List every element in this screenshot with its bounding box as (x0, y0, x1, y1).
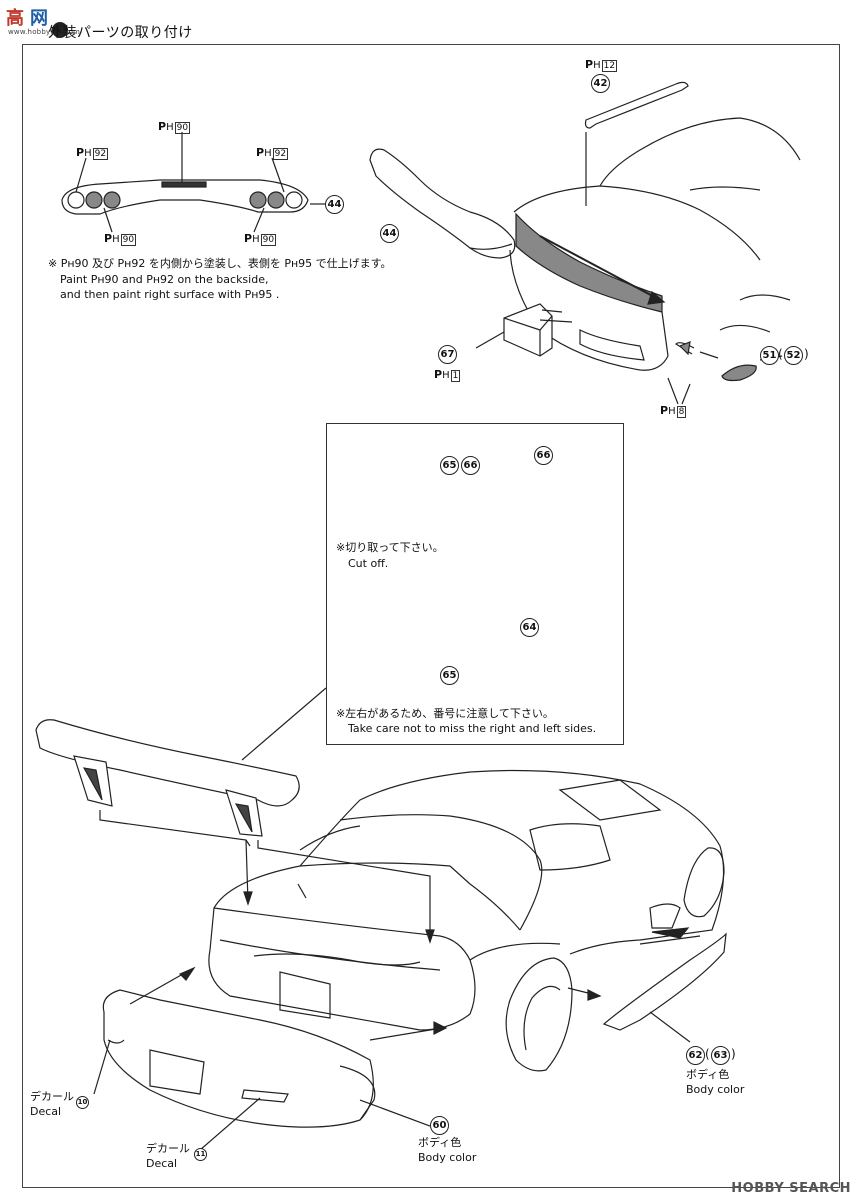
decal-jp-10: デカール (30, 1090, 74, 1103)
callout-63-paren-open: ( (705, 1047, 710, 1061)
logo-char-1: 高 (6, 8, 24, 29)
inset-leader-line (241, 687, 327, 761)
callout-52-paren-open: ( (778, 347, 783, 361)
callout-52-paren-close: ) (804, 347, 809, 361)
side-note-en: Take care not to miss the right and left… (348, 722, 597, 735)
diagram-frame (22, 44, 840, 1188)
callout-65-inset: 65 (440, 456, 459, 475)
logo-char-2: 网 (30, 8, 48, 29)
decal-en-11: Decal (146, 1157, 178, 1170)
body-color-en-skirt: Body color (686, 1083, 745, 1096)
logo-subtext: www.hobbyfan.com (8, 28, 81, 36)
spoiler-inset-box (326, 423, 624, 745)
rear-car-top-drawing (369, 81, 801, 405)
cut-note-en: Cut off. (348, 557, 389, 570)
side-note-jp: ※左右があるため、番号に注意して下さい。 (336, 707, 554, 720)
paint-note-en-1: Paint Pʜ90 and Pʜ92 on the backside, (60, 273, 269, 286)
logo-step-badge (52, 22, 68, 38)
callout-60: 60 (430, 1116, 449, 1135)
page-title: 外装パーツの取り付け (48, 25, 193, 41)
watermark: HOBBY SEARCH (731, 1181, 851, 1196)
decal-jp-11: デカール (146, 1142, 190, 1155)
callout-64: 64 (520, 618, 539, 637)
body-color-jp-skirt: ボディ色 (686, 1068, 730, 1081)
paint-note-jp: ※ Pʜ90 及び Pʜ92 を内側から塗装し、表側を Pʜ95 で仕上げます。 (48, 257, 392, 270)
callout-62: 62 (686, 1046, 705, 1065)
callout-44-car: 44 (380, 224, 399, 243)
callout-63-paren-close: ) (731, 1047, 736, 1061)
cut-note-jp: ※切り取って下さい。 (336, 541, 444, 554)
paint-note-en-2: and then paint right surface with Pʜ95 . (60, 288, 280, 301)
body-color-en-bumper: Body color (418, 1151, 477, 1164)
callout-44-panel: 44 (325, 195, 344, 214)
callout-52: 52 (784, 346, 803, 365)
callout-63: 63 (711, 1046, 730, 1065)
decal-en-10: Decal (30, 1105, 62, 1118)
body-color-jp-bumper: ボディ色 (418, 1136, 462, 1149)
decal-number-11: 11 (194, 1148, 207, 1161)
site-logo: 高 网 www.hobbyfan.com (4, 4, 80, 44)
callout-66: 66 (534, 446, 553, 465)
callout-42: 42 (591, 74, 610, 93)
callout-65: 65 (440, 666, 459, 685)
callout-51: 51 (760, 346, 779, 365)
main-car-drawing (35, 719, 727, 1151)
decal-number-10: 10 (76, 1096, 89, 1109)
callout-67: 67 (438, 345, 457, 364)
tail-lamp-panel-drawing (61, 132, 326, 233)
callout-66-inset: 66 (461, 456, 480, 475)
